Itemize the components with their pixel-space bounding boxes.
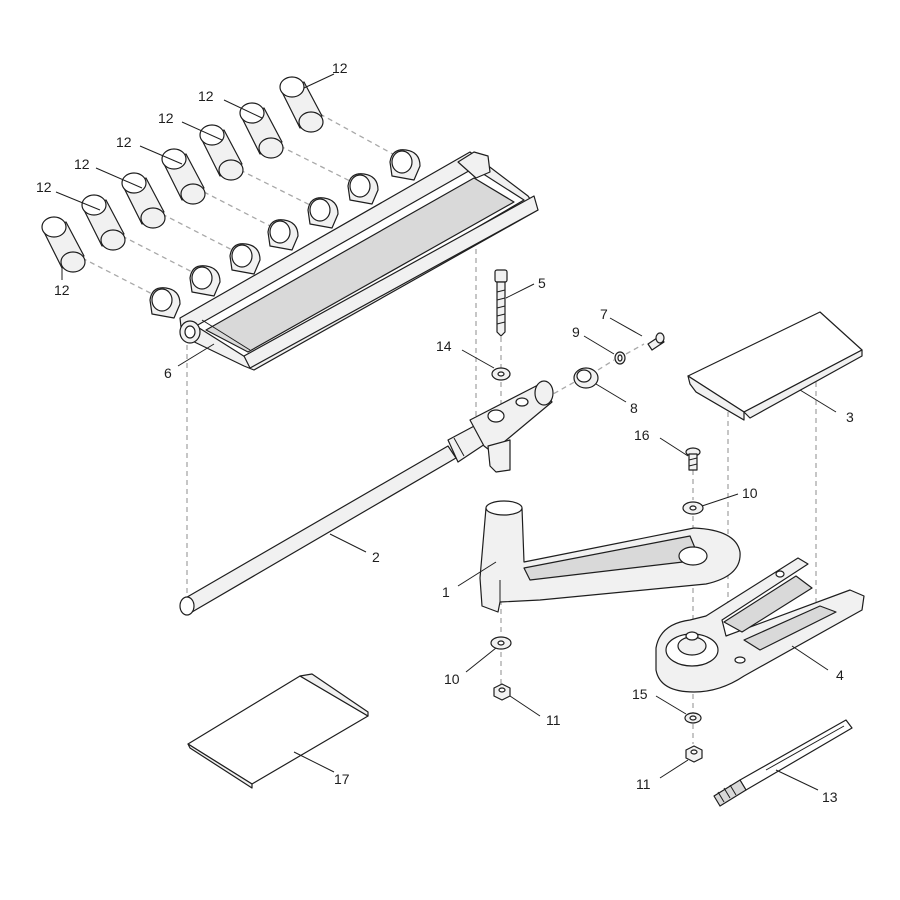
callout-12-e: 12 [74,156,90,172]
peg-6 [347,173,379,205]
callout-4: 4 [836,667,844,683]
nut-11-left [493,683,511,701]
callout-3: 3 [846,409,854,425]
peg-1 [149,287,181,319]
callout-12-d: 12 [116,134,132,150]
holder-pegs [149,149,421,319]
callout-1: 1 [442,584,450,600]
cap-1 [41,216,86,273]
callout-12-g: 12 [54,282,70,298]
callout-7: 7 [600,306,608,322]
callout-2: 2 [372,549,380,565]
toothbrush [713,719,853,807]
callout-14: 14 [436,338,452,354]
callout-5: 5 [538,275,546,291]
washer-10-lower [490,636,512,650]
washer-15 [684,712,702,724]
cap-7 [279,76,324,133]
peg-3 [229,243,261,275]
callout-6: 6 [164,365,172,381]
callout-11-right: 11 [636,776,651,792]
callout-8: 8 [630,400,638,416]
rod-connector [469,380,554,473]
callout-13: 13 [822,789,838,805]
screw-16 [685,447,701,471]
cap-2 [81,194,126,251]
callout-17: 17 [334,771,350,787]
callout-10-upper: 10 [742,485,758,501]
peg-5 [307,197,339,229]
cap-5 [199,124,244,181]
peg-7 [389,149,421,181]
callout-9: 9 [572,324,580,340]
callout-10-lower: 10 [444,671,460,687]
callout-labels: 12 12 12 12 12 12 12 6 2 1 5 14 7 9 8 3 … [36,60,854,805]
peg-4 [267,219,299,251]
leader-lines [55,73,837,791]
callout-16: 16 [634,427,650,443]
peg-2 [189,265,221,297]
holder-bar [179,151,539,371]
callout-15: 15 [632,686,648,702]
callout-12-a: 12 [332,60,348,76]
screw-7 [647,332,665,351]
base-arm [479,500,741,613]
cap-6 [239,102,284,159]
callout-12-b: 12 [198,88,214,104]
washer-14 [491,367,511,381]
holder-caps [41,76,324,273]
callout-12-f: 12 [36,179,52,195]
washer-9 [614,351,626,365]
cap-3 [121,172,166,229]
long-screw [494,269,508,337]
washer-10-upper [682,501,704,515]
cap-4 [161,148,206,205]
base-frame [655,557,865,693]
knob-8 [573,367,599,389]
cover-plate [687,311,863,421]
instruction-card [187,673,369,789]
callout-11-left: 11 [546,712,561,728]
callout-12-c: 12 [158,110,174,126]
nut-11-right [685,745,703,763]
